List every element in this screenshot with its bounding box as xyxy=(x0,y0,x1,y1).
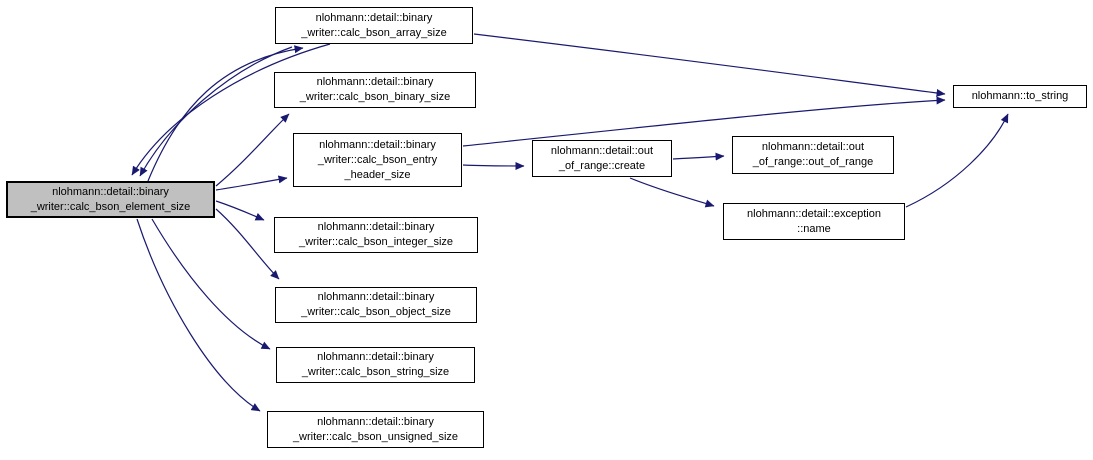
edge-entry-to-tostring xyxy=(462,96,946,147)
edge-element-to-unsigned xyxy=(136,218,261,412)
node-tostring[interactable]: nlohmann::to_string xyxy=(953,85,1087,108)
node-label-line: _writer::calc_bson_element_size xyxy=(30,200,191,213)
node-array[interactable]: nlohmann::detail::binary_writer::calc_bs… xyxy=(275,7,473,44)
node-name[interactable]: nlohmann::detail::exception::name xyxy=(723,203,905,240)
node-label-line: nlohmann::detail::binary xyxy=(317,415,434,428)
node-entry[interactable]: nlohmann::detail::binary_writer::calc_bs… xyxy=(293,133,462,187)
edge-element-to-entry xyxy=(215,175,288,191)
node-label-line: nlohmann::detail::binary xyxy=(319,138,436,151)
edge-array-to-tostring xyxy=(473,33,946,97)
edge-element-to-integer xyxy=(215,200,265,221)
edge-element-to-object xyxy=(215,208,280,280)
edge-element-to-binary xyxy=(215,113,290,187)
edge-create-to-name xyxy=(629,177,715,208)
node-label-line: _writer::calc_bson_binary_size xyxy=(299,91,451,103)
node-label-line: nlohmann::detail::binary xyxy=(316,76,434,88)
node-label-line: nlohmann::detail::out xyxy=(761,141,865,153)
node-label-line: _writer::calc_bson_object_size xyxy=(301,306,451,318)
node-label-line: nlohmann::detail::binary xyxy=(317,291,435,303)
node-label-line: _writer::calc_bson_unsigned_size xyxy=(292,430,459,443)
node-object[interactable]: nlohmann::detail::binary_writer::calc_bs… xyxy=(275,287,477,323)
edge-element-to-string xyxy=(151,218,271,350)
node-label-line: ::name xyxy=(797,222,831,235)
node-unsigned[interactable]: nlohmann::detail::binary_writer::calc_bs… xyxy=(267,411,484,448)
node-label-line: _header_size xyxy=(344,168,411,181)
edge-create-to-oor xyxy=(672,152,725,161)
node-label-line: _of_range::out_of_range xyxy=(752,156,874,168)
node-binary[interactable]: nlohmann::detail::binary_writer::calc_bs… xyxy=(274,72,476,108)
node-label-line: _writer::calc_bson_array_size xyxy=(301,26,447,39)
node-label-line: _writer::calc_bson_string_size xyxy=(301,366,450,378)
edge-group xyxy=(131,33,1009,412)
node-oor[interactable]: nlohmann::detail::out_of_range::out_of_r… xyxy=(732,136,894,174)
node-label-line: nlohmann::detail::exception xyxy=(747,207,881,220)
node-integer[interactable]: nlohmann::detail::binary_writer::calc_bs… xyxy=(274,217,478,253)
node-label-line: nlohmann::detail::binary xyxy=(317,351,434,363)
edge-entry-to-create xyxy=(462,161,525,170)
node-label-line: _of_range::create xyxy=(558,159,646,172)
node-create[interactable]: nlohmann::detail::out_of_range::create xyxy=(532,140,672,177)
edge-array-to-element xyxy=(131,43,331,176)
node-label-line: _writer::calc_bson_integer_size xyxy=(298,236,454,248)
edge-name-to-tostring xyxy=(905,113,1009,208)
node-element: nlohmann::detail::binary_writer::calc_bs… xyxy=(6,181,215,218)
node-label-line: _writer::calc_bson_entry xyxy=(317,153,438,166)
node-label-line: nlohmann::detail::binary xyxy=(315,11,433,24)
node-label-line: nlohmann::detail::binary xyxy=(52,185,169,198)
edge-element-to-array xyxy=(147,45,304,182)
node-label-line: nlohmann::detail::binary xyxy=(317,221,435,233)
node-string[interactable]: nlohmann::detail::binary_writer::calc_bs… xyxy=(276,347,475,383)
node-label-line: nlohmann::to_string xyxy=(971,90,1069,102)
edge-object-to-element xyxy=(139,46,293,177)
node-label-line: nlohmann::detail::out xyxy=(550,144,654,157)
